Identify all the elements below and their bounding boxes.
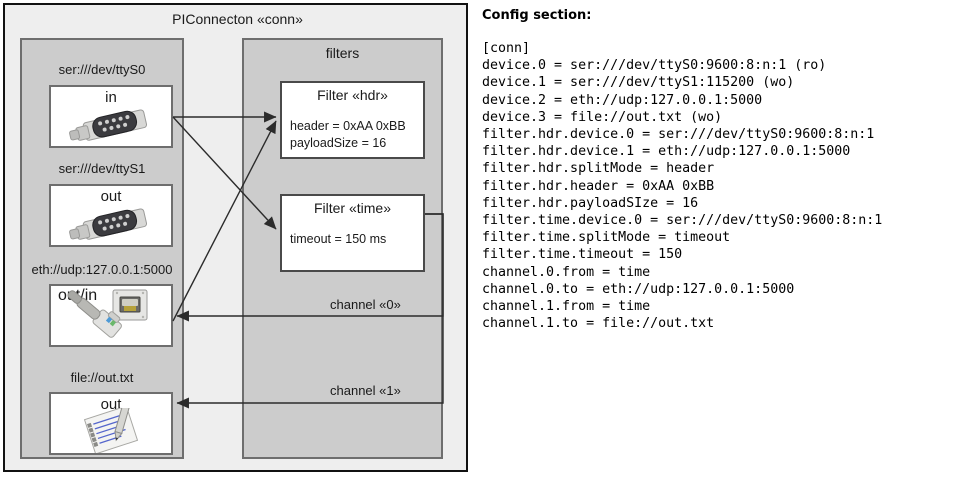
filter-attr-timeout: timeout = 150 ms [290,232,387,246]
config-line: channel.1.from = time [482,299,651,315]
serial-port-icon [69,208,148,240]
config-line: filter.hdr.device.0 = ser:///dev/ttyS0:9… [482,127,875,143]
config-line: filter.hdr.device.1 = eth://udp:127.0.0.… [482,144,851,160]
device-label-ttys0: ser:///dev/ttyS0 [58,62,146,77]
config-line: device.0 = ser:///dev/ttyS0:9600:8:n:1 (… [482,58,827,74]
filters-group-title: filters [325,45,360,61]
filter-attr-payloadsize: payloadSize = 16 [290,136,387,150]
config-line: filter.hdr.splitMode = header [482,161,715,177]
config-text: [conn] device.0 = ser:///dev/ttyS0:9600:8… [482,40,882,332]
device-box-ttys1[interactable]: out [49,184,173,247]
config-line: channel.0.from = time [482,264,651,280]
filter-box-time[interactable]: Filter «time» timeout = 150 ms [280,194,425,272]
filter-title-time: Filter «time» [313,200,392,216]
piconnecton-component-diagram: PIConnecton «conn» filters ser:///dev/tt… [3,3,468,472]
serial-port-icon [69,109,148,141]
config-line: filter.hdr.payloadSIze = 16 [482,195,699,211]
config-line: filter.time.device.0 = ser:///dev/ttyS0:… [482,213,883,229]
text-file-icon [83,408,139,453]
config-line: filter.hdr.header = 0xAA 0xBB [482,178,715,194]
filter-attr-header: header = 0xAA 0xBB [290,119,406,133]
config-heading: Config section: [482,8,592,23]
device-box-eth[interactable]: out/in [49,284,173,347]
config-section: Config section: [conn] device.0 = ser:///… [482,0,964,484]
device-direction-ttys0: in [105,89,117,106]
config-line: filter.time.timeout = 150 [482,247,683,263]
filter-box-hdr[interactable]: Filter «hdr» header = 0xAA 0xBB payloadS… [280,81,425,159]
filter-title-hdr: Filter «hdr» [317,87,388,103]
config-line: filter.time.splitMode = timeout [482,230,731,246]
network-jack-icon [67,289,148,338]
channel-label-0: channel «0» [330,297,401,312]
channel-label-1: channel «1» [330,383,401,398]
config-line: channel.0.to = eth://udp:127.0.0.1:5000 [482,281,795,297]
config-line: channel.1.to = file://out.txt [482,316,715,332]
device-label-ttys1: ser:///dev/ttyS1 [58,161,146,176]
device-label-eth: eth://udp:127.0.0.1:5000 [31,262,173,277]
device-box-file[interactable]: out [49,392,173,455]
device-direction-file: out [100,396,122,413]
config-line: device.1 = ser:///dev/ttyS1:115200 (wo) [482,75,795,91]
device-direction-ttys1: out [100,188,122,205]
connector-lines [172,111,444,409]
config-line: device.3 = file://out.txt (wo) [482,109,723,125]
config-line: [conn] [482,41,531,56]
device-box-ttys0[interactable]: in [49,85,173,148]
config-line: device.2 = eth://udp:127.0.0.1:5000 [482,92,763,108]
diagram-title: PIConnecton «conn» [172,11,303,27]
device-label-file: file://out.txt [70,370,134,385]
